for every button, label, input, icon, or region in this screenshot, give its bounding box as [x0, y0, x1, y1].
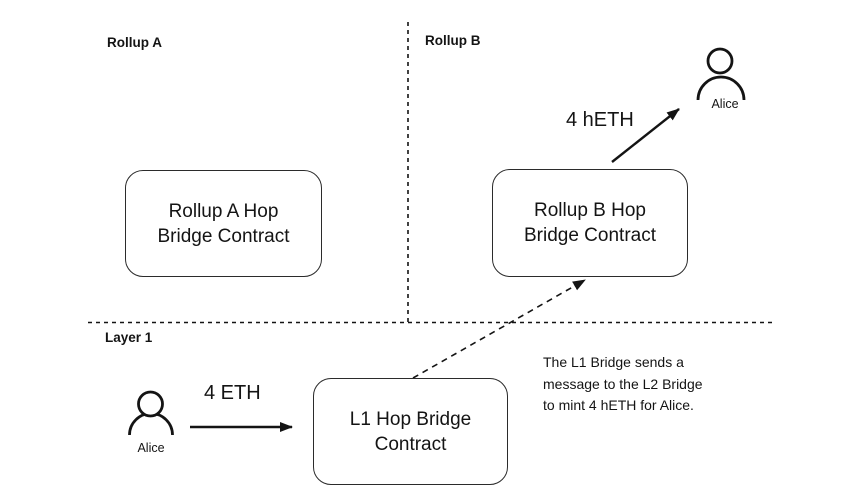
alice-label-rollup-b: Alice — [711, 97, 739, 111]
box-label-line: Contract — [374, 433, 447, 455]
rollup-a-region-label: Rollup A — [107, 35, 162, 50]
box-label-line: Rollup A Hop — [168, 200, 279, 222]
rollup-b-bridge-contract-box: Rollup B Hop Bridge Contract — [492, 169, 688, 277]
bridge-message-annotation: The L1 Bridge sends a message to the L2 … — [543, 352, 703, 417]
mint-heth-flow-label: 4 hETH — [566, 109, 634, 131]
person-body-icon — [696, 75, 746, 101]
rollup-b-region-label: Rollup B — [425, 33, 481, 48]
box-label-line: L1 Hop Bridge — [349, 408, 472, 430]
person-head-icon — [706, 47, 734, 75]
annotation-line: The L1 Bridge sends a — [543, 354, 684, 370]
l1-bridge-contract-box: L1 Hop Bridge Contract — [313, 378, 508, 485]
person-head-icon — [137, 390, 164, 418]
mint-heth-arrow — [611, 108, 680, 163]
box-label-line: Bridge Contract — [157, 225, 290, 247]
annotation-line: to mint 4 hETH for Alice. — [543, 397, 694, 413]
alice-label-layer-1: Alice — [137, 441, 165, 455]
layer-1-region-label: Layer 1 — [105, 330, 153, 345]
box-label-line: Bridge Contract — [523, 225, 656, 246]
annotation-line: message to the L2 Bridge — [543, 375, 703, 392]
deposit-eth-flow-label: 4 ETH — [204, 382, 261, 404]
box-label-line: Rollup B Hop — [534, 200, 646, 221]
rollup-a-bridge-contract-box: Rollup A Hop Bridge Contract — [125, 170, 322, 277]
alice-icon-rollup-b — [696, 47, 746, 101]
alice-icon-layer-1 — [128, 390, 174, 436]
